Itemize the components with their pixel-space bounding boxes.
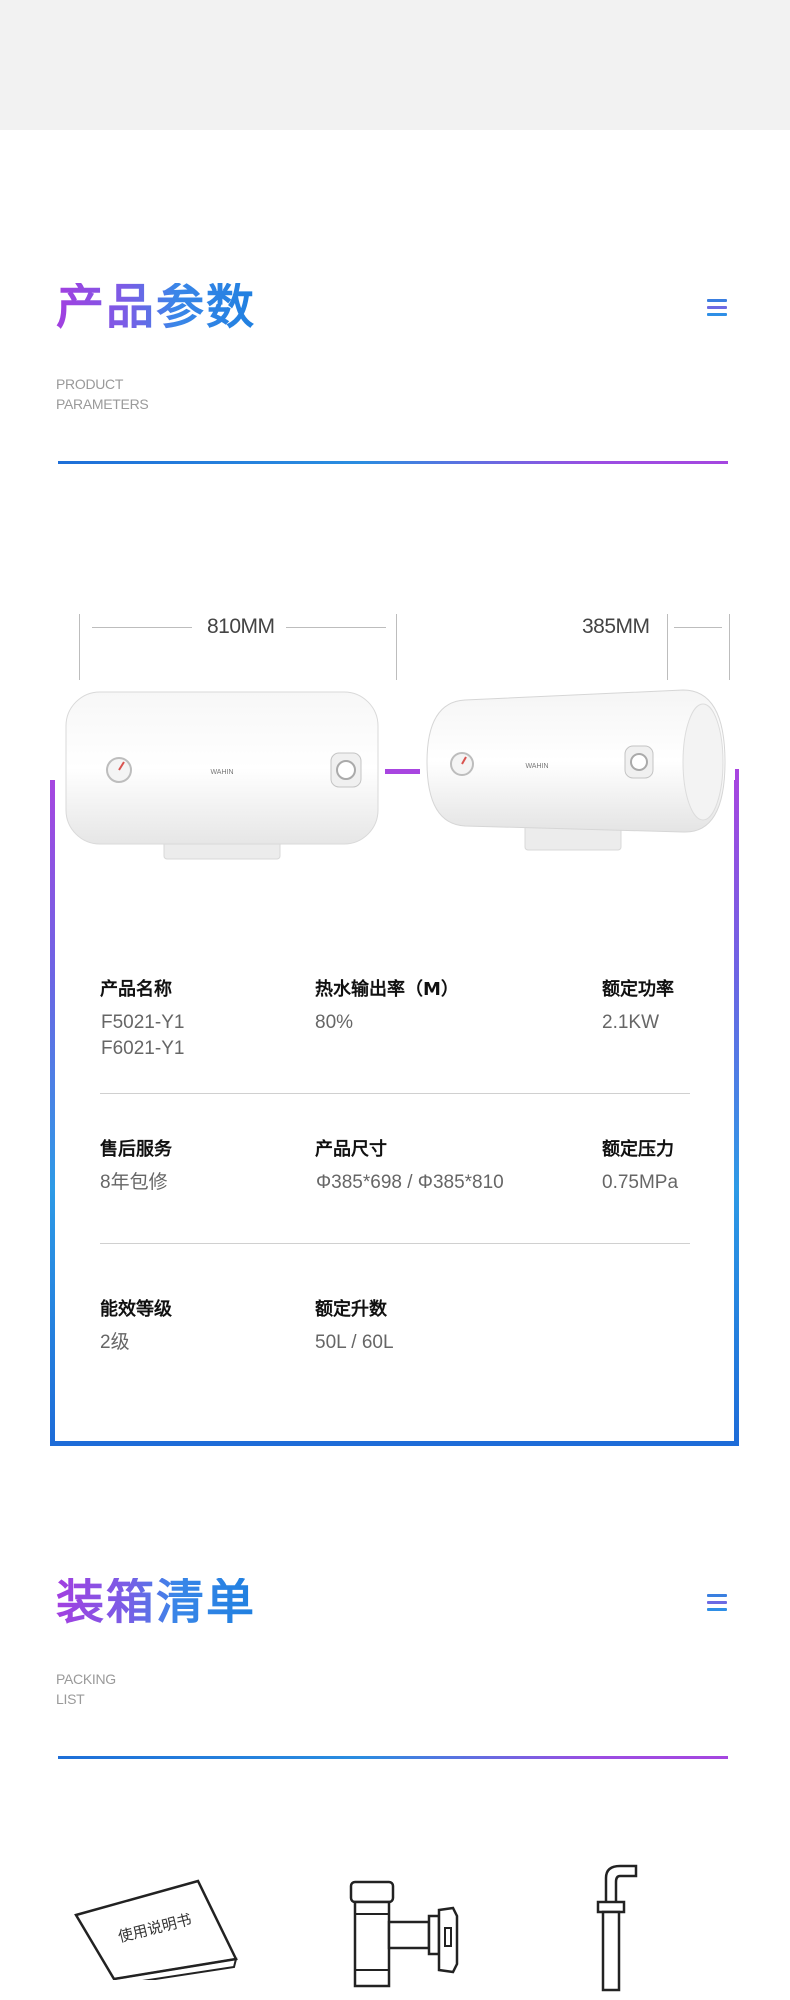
menu-lines-icon[interactable] (707, 1594, 727, 1612)
packing-section-underline (58, 1756, 728, 1759)
param-label-hot-water-rate: 热水输出率（M） (315, 979, 459, 1000)
dimension-line-right (286, 627, 386, 628)
param-label-rated-power: 额定功率 (602, 979, 674, 1000)
diameter-tick-right (729, 614, 730, 680)
param-value-hot-water-rate: 80% (315, 1012, 354, 1033)
params-section-underline (58, 461, 728, 464)
param-label-rated-pressure: 额定压力 (602, 1139, 674, 1160)
manual-booklet-icon: 使用说明书 (70, 1875, 242, 1986)
menu-lines-icon[interactable] (707, 299, 727, 317)
param-value-product-name-2: F6021-Y1 (101, 1038, 185, 1059)
param-value-rated-power: 2.1KW (602, 1012, 660, 1033)
param-value-efficiency-grade: 2级 (100, 1332, 130, 1353)
params-section-subtitle: PRODUCT PARAMETERS (56, 374, 149, 414)
heater-side-brand: WAHIN (525, 763, 548, 770)
params-subtitle-line1: PRODUCT (56, 376, 124, 392)
dimension-tick-right (396, 614, 397, 680)
param-label-product-name: 产品名称 (100, 979, 172, 1000)
safety-valve-icon (345, 1880, 460, 1990)
params-section-title: 产品参数 (56, 279, 257, 335)
diameter-tick-left (667, 614, 668, 680)
diameter-dimension-label: 385MM (582, 615, 650, 638)
diameter-line (674, 627, 722, 628)
packing-section-subtitle: PACKING LIST (56, 1669, 116, 1709)
width-dimension-label: 810MM (207, 615, 275, 638)
packing-subtitle-line2: LIST (56, 1691, 85, 1707)
mixing-pipe-icon (590, 1862, 642, 1992)
params-subtitle-line2: PARAMETERS (56, 396, 149, 412)
param-label-product-size: 产品尺寸 (315, 1139, 387, 1160)
param-divider-2 (100, 1243, 690, 1244)
param-label-rated-capacity: 额定升数 (315, 1299, 387, 1320)
heater-front-brand: WAHIN (210, 769, 233, 776)
param-value-rated-capacity: 50L / 60L (315, 1332, 394, 1353)
param-label-after-sales: 售后服务 (100, 1139, 172, 1160)
heater-front-image: WAHIN (64, 690, 380, 862)
packing-subtitle-line1: PACKING (56, 1671, 116, 1687)
packing-section-title: 装箱清单 (56, 1574, 257, 1630)
param-value-product-name-1: F5021-Y1 (101, 1012, 185, 1033)
top-band (0, 0, 790, 130)
dimension-line-left (92, 627, 192, 628)
param-value-product-size: Φ385*698 / Φ385*810 (316, 1172, 504, 1193)
params-frame (50, 769, 739, 1446)
param-label-efficiency-grade: 能效等级 (100, 1299, 172, 1320)
param-value-after-sales: 8年包修 (100, 1172, 168, 1193)
dimension-tick-left (79, 614, 80, 680)
heater-side-image: WAHIN (425, 686, 730, 852)
param-value-rated-pressure: 0.75MPa (602, 1172, 679, 1193)
param-divider-1 (100, 1093, 690, 1094)
